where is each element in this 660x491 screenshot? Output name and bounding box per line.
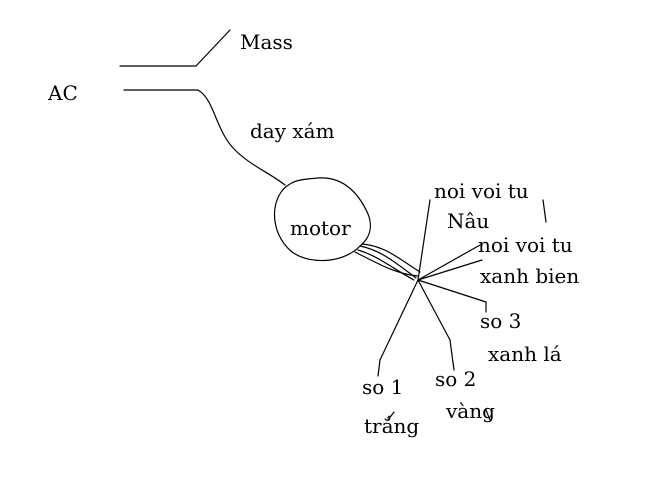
so-1-label: so 1 bbox=[362, 375, 404, 399]
so-2-label: so 2 bbox=[435, 367, 477, 391]
mass-label: Mass bbox=[240, 30, 293, 54]
vang-label: vàng bbox=[446, 399, 495, 423]
ac-label: AC bbox=[48, 81, 78, 105]
wire-so-3 bbox=[417, 279, 487, 313]
wire-xanh-la bbox=[417, 279, 455, 371]
noi-voi-tu-label-1: noi voi tu bbox=[434, 179, 529, 203]
wire-noi-voi-tu-2 bbox=[417, 244, 481, 281]
ac-wire-top bbox=[119, 29, 231, 67]
wire-bundle bbox=[359, 245, 417, 279]
trang-label: trắng bbox=[364, 414, 420, 438]
motor-label: motor bbox=[290, 216, 351, 240]
noi-voi-tu-label-2: noi voi tu bbox=[478, 233, 573, 257]
wire-noi-voi-tu-1 bbox=[417, 199, 431, 281]
so-3-label: so 3 bbox=[480, 309, 522, 333]
wire-so-1 bbox=[377, 279, 419, 377]
xanh-la-label: xanh lá bbox=[488, 342, 562, 366]
motor-outline bbox=[273, 177, 371, 262]
xanh-bien-label: xanh bien bbox=[480, 264, 580, 288]
wire-xanh-bien bbox=[417, 259, 483, 281]
ac-wire-bottom bbox=[123, 89, 286, 186]
nau-label: Nâu bbox=[447, 209, 490, 233]
day-xam-label: day xám bbox=[250, 119, 335, 143]
